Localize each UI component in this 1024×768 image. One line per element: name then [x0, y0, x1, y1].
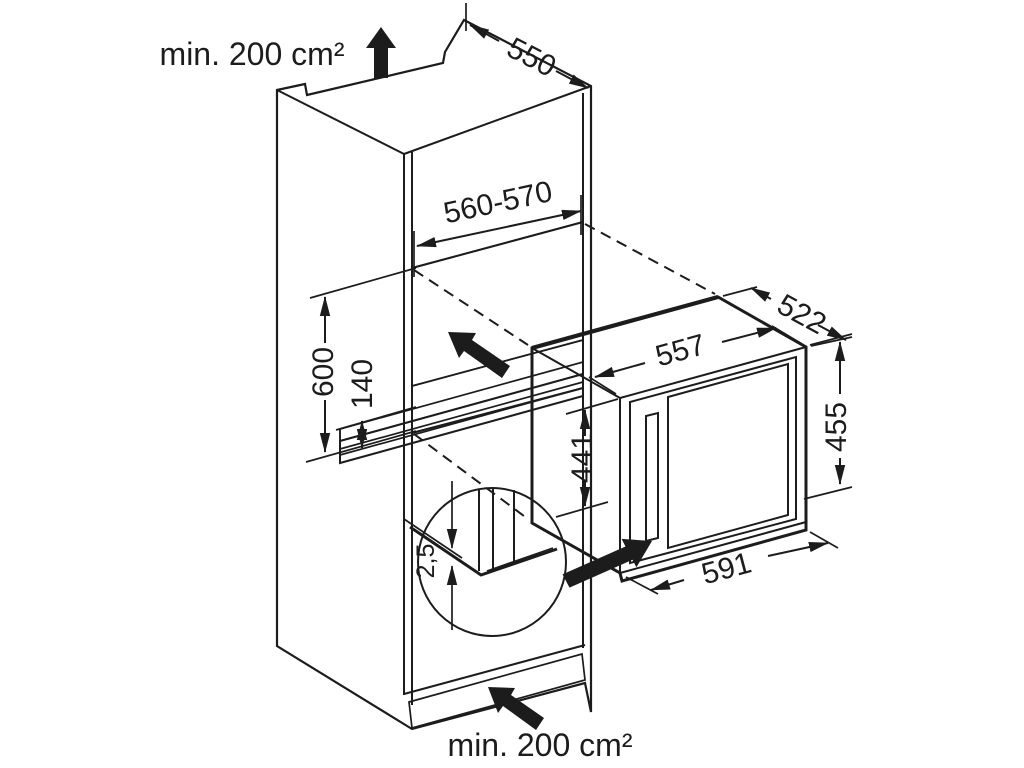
door-frame — [629, 355, 797, 565]
appliance-left-top-edge — [531, 347, 621, 399]
ventilation-top: min. 200 cm² — [160, 27, 396, 78]
vent-arrow-bottom — [488, 687, 544, 730]
cabinet-front-top-edge — [403, 85, 592, 155]
appliance — [530, 294, 808, 583]
ventilation-bottom: min. 200 cm² — [448, 687, 633, 763]
ext-line — [809, 531, 839, 549]
dim-front-height-label: 455 — [820, 402, 853, 452]
dim-front-height: 455 — [803, 333, 853, 500]
dim-niche-height: 600 — [305, 267, 417, 463]
detail-door-edge — [409, 525, 558, 577]
appliance-front-bottom-edge — [619, 521, 807, 574]
detail-door-inner-edge — [486, 547, 554, 572]
dim-appliance-height: 441 — [555, 398, 619, 518]
cabinet — [275, 18, 593, 731]
ext-line — [803, 486, 853, 500]
dim-line — [469, 24, 500, 42]
ext-line — [565, 398, 619, 415]
dim-rail-height-label: 140 — [346, 359, 379, 409]
door-glass-panel — [667, 362, 789, 550]
ext-line — [625, 576, 659, 595]
dim-front-width-label: 591 — [698, 546, 755, 591]
dim-appliance-width-label: 557 — [652, 328, 709, 373]
cabinet-left-top-edge — [276, 89, 405, 155]
dim-line — [594, 362, 646, 378]
plinth-vent-panel — [408, 652, 586, 730]
projection-lines — [413, 223, 716, 520]
dim-line — [650, 579, 685, 591]
top-vent-label: min. 200 cm² — [160, 36, 345, 72]
dashed-top-right — [584, 223, 716, 295]
ext-line — [809, 333, 853, 346]
detail-circle: 2,5 — [403, 481, 652, 637]
dim-line — [750, 287, 772, 302]
dim-appliance-height-label: 441 — [566, 433, 599, 483]
dim-line — [767, 541, 829, 557]
rail-line-1 — [339, 381, 584, 450]
ext-line — [335, 406, 417, 431]
dim-line — [416, 209, 582, 248]
dim-line — [555, 70, 589, 89]
dashed-top-left — [413, 269, 529, 346]
door-handle — [645, 411, 659, 543]
ext-line — [309, 267, 417, 299]
appliance-silhouette — [530, 295, 808, 583]
detail-pointer-arrow — [562, 538, 652, 588]
detail-cabinet-edge — [403, 518, 463, 559]
dim-door-overlap-label: 2,5 — [412, 544, 440, 579]
vent-arrow-top — [366, 27, 396, 78]
insertion-arrow — [448, 332, 510, 378]
appliance-front-top-edge — [619, 346, 807, 399]
bottom-vent-label: min. 200 cm² — [448, 727, 633, 763]
rail-line-2 — [339, 387, 584, 456]
cabinet-silhouette — [275, 18, 593, 731]
detail-circle-outline — [417, 487, 567, 637]
ext-line — [588, 376, 617, 395]
appliance-rear-top-edge — [531, 294, 719, 351]
dim-rail-height: 140 — [335, 359, 417, 449]
dim-line — [721, 327, 777, 343]
ext-line — [771, 325, 803, 345]
cabinet-bottom-front-edge — [403, 644, 586, 695]
dashed-bottom-left — [413, 433, 529, 520]
ext-line — [810, 336, 853, 347]
dim-niche-height-label: 600 — [307, 347, 340, 397]
ext-line — [555, 501, 609, 518]
